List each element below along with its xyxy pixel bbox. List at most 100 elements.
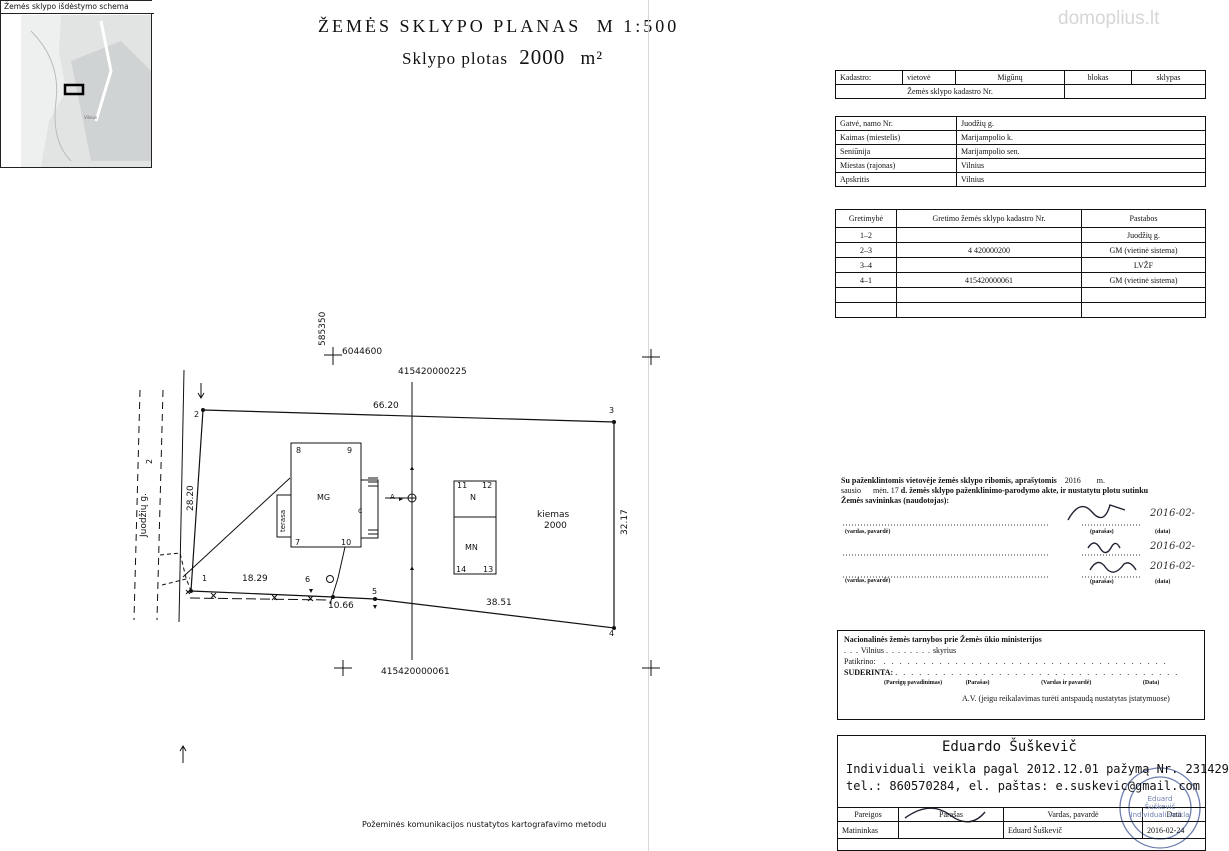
address-street-value: Juodžių g. [956,116,1206,131]
watermark: domoplius.lt [1058,8,1160,29]
cadastre-table: Kadastro: vietovė Migūnų blokas sklypas … [835,70,1206,99]
cadastre-plot-label: sklypas [1131,70,1206,85]
marker-a: A [390,493,395,501]
neighbor-boundary [835,302,897,318]
owner-date-1: 2016-02- [1150,508,1195,519]
point-label-4: 4 [609,629,615,638]
plan-title-text: ŽEMĖS SKLYPO PLANAS [318,16,582,36]
neighbors-header-notes: Pastabos [1081,209,1206,228]
dim-bottom-right: 38.51 [486,598,512,608]
agreement-block: Su paženklintomis vietovėje žemės sklypo… [841,476,1206,506]
table-row: 3–4 LVŽF [835,257,1206,273]
neighbor-note: LVŽF [1081,257,1206,273]
neighbor-bottom-id: 415420000061 [381,667,450,677]
stamp-line-2: Šuškevič [1144,803,1176,811]
nzt-cap-position: (Pareigų pavadinimas) [884,680,943,686]
sheet-divider [648,0,649,851]
building-n-label: N [470,493,476,502]
terrace-label: terasa [279,509,287,532]
plan-title: ŽEMĖS SKLYPO PLANAS M 1:500 [318,16,679,37]
owner-signature-2 [1087,542,1121,554]
building-mg-label: MG [317,493,331,502]
agreement-line1: Su paženklintomis vietovėje žemės sklypo… [841,476,1206,486]
building-corner-8: 8 [296,446,302,455]
building-corner-11: 11 [457,481,468,490]
inset-title: Žemės sklypo išdėstymo schema [1,1,154,14]
surveyor-license: Individuali veikla pagal 2012.12.01 pažy… [846,762,1229,776]
coord-vertical: 585350 [318,311,328,346]
neighbor-note [1081,302,1206,318]
cadastre-block-label: blokas [1064,70,1132,85]
cadastre-locality-value: Migūnų [955,70,1065,85]
neighbor-boundary: 2–3 [835,242,897,258]
address-street-label: Gatvė, namo Nr. [835,116,957,131]
neighbor-top-id: 415420000225 [398,367,467,377]
plan-scale: M 1:500 [596,16,680,36]
address-eldership-label: Seniūnija [835,144,957,159]
neighbor-cadastre: 4 420000200 [896,242,1082,258]
plan-footnote: Požeminės komunikacijos nustatytos karto… [362,820,607,829]
nzt-block: Nacionalinės žemės tarnybos prie Žemės ū… [837,630,1205,720]
building-corner-13: 13 [483,565,494,574]
inset-city-label: Vilnius [84,115,97,120]
neighbor-boundary: 3–4 [835,257,897,273]
neighbor-cadastre [896,257,1082,273]
surveyor-block: Eduardo Šuškevič Individuali veikla paga… [837,735,1229,851]
neighbor-cadastre [896,287,1082,303]
plot-area: Sklypo plotas 2000 m² [402,45,603,70]
building-corner-9: 9 [347,446,353,455]
point-label-6: 6 [305,575,311,584]
nzt-note: A.V. (jeigu reikalavimas turėti antspaud… [962,694,1170,703]
surveyor-col-name: Vardas, pavardė [1003,807,1143,822]
nzt-checked: Patikrino: [844,657,876,666]
neighbors-header-boundary: Gretimybė [835,209,897,228]
building-mn-label: MN [465,543,478,552]
building-corner-14: 14 [456,565,467,574]
agreement-text2: d. žemės sklypo paženklinimo-parodymo ak… [900,486,1149,495]
caption-name-2: (vardas, pavardė) [845,578,891,584]
owner-signature-1 [1067,504,1126,521]
agreement-men: mėn. [873,486,889,495]
inset-map: Žemės sklypo išdėstymo schema Vilnius [0,0,154,168]
agreement-month: sausio [841,486,861,495]
point-label-5: 5 [372,587,378,596]
caption-sign-1: (parašas) [1090,529,1114,535]
agreement-m: m. [1096,476,1106,485]
neighbor-cadastre: 415420000061 [896,272,1082,288]
address-eldership-value: Marijampolio sen. [956,144,1206,159]
address-city-value: Vilnius [956,158,1206,173]
neighbor-note [1081,287,1206,303]
neighbor-cadastre [896,227,1082,243]
dim-bottom-left: 18.29 [242,574,268,584]
surveyor-col-sign: Parašas [898,807,1004,822]
owner-date-2: 2016-02- [1150,541,1195,552]
surveyor-date: 2016-02-24 [1142,821,1206,839]
neighbors-header-cadastre: Gretimo žemės sklypo kadastro Nr. [896,209,1082,228]
nzt-captions: (Pareigų pavadinimas) (Parašas) (Vardas … [844,678,1198,689]
nzt-agreed-row: SUDERINTA:. . . . . . . . . . . . . . . … [844,668,1180,677]
nzt-department: . . . Vilnius . . . . . . . . skyrius [844,646,957,655]
neighbor-boundary: 1–2 [835,227,897,243]
neighbor-note: GM (vietinė sistema) [1081,272,1206,288]
owner-signature-3 [1089,561,1137,573]
nzt-cap-name: (Vardas ir pavardė) [1041,680,1092,686]
point-label-2: 2 [194,410,200,419]
neighbor-note: GM (vietinė sistema) [1081,242,1206,258]
address-village-label: Kaimas (miestelis) [835,130,957,145]
dim-right: 32.17 [620,509,630,535]
inset-map-graphic: Vilnius [21,15,151,167]
point-label-3: 3 [609,406,615,415]
yard-value: 2000 [544,521,567,531]
nzt-dept: skyrius [932,646,957,655]
cadastre-locality-label: vietovė [902,70,956,85]
caption-name-1: (vardas, pavardė) [845,529,891,535]
dim-left: 28.20 [186,485,196,511]
agreement-text1: Su paženklintomis vietovėje žemės sklypo… [841,476,1057,485]
agreement-day: 17 [890,486,899,495]
stamp-line-3: Individuali veikla [1130,811,1190,819]
nzt-title: Nacionalinės žemės tarnybos prie Žemės ū… [844,635,1042,644]
yard-label: kiemas [537,510,570,520]
